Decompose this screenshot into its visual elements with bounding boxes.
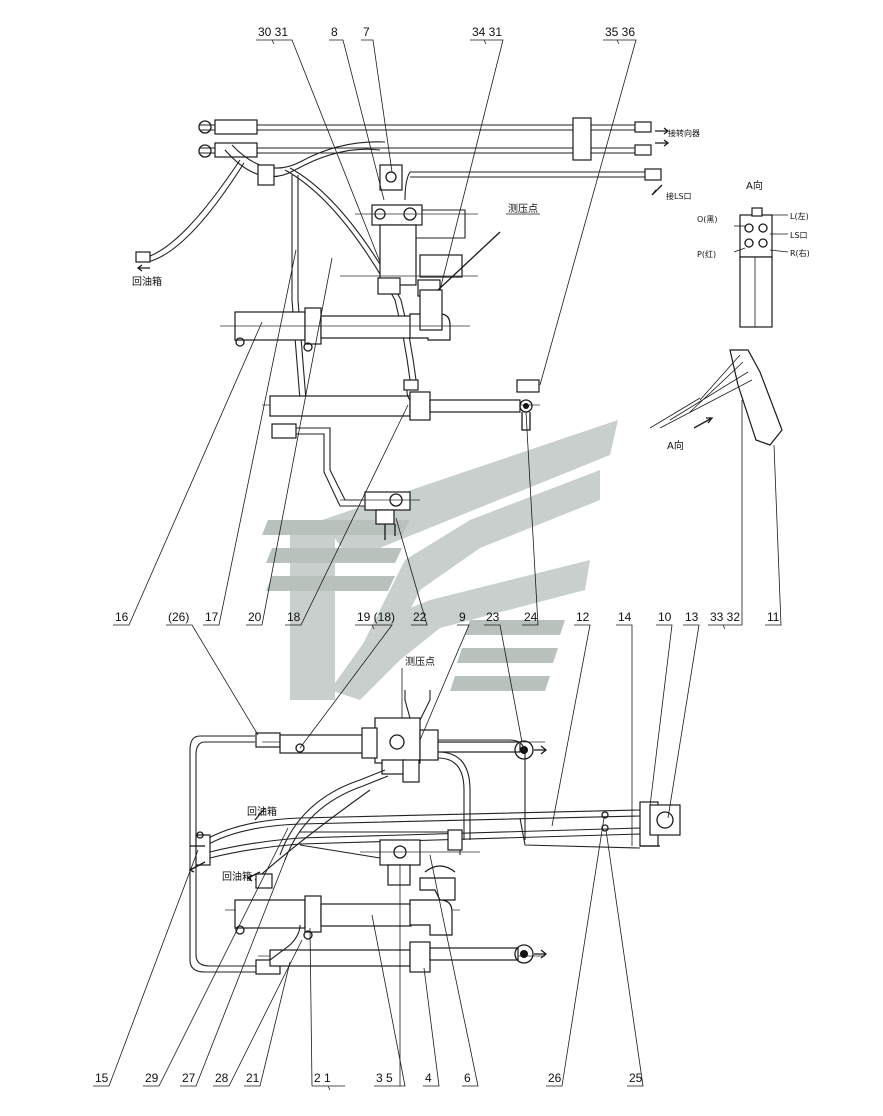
callout-26-paren: (26) — [168, 610, 189, 624]
callout-24: 24 — [524, 610, 538, 624]
view-a-title: A向 — [746, 179, 763, 192]
callout-17: 17 — [205, 610, 219, 624]
callout-4: 4 — [425, 1071, 432, 1085]
callout-3-5: 3 5 — [376, 1071, 393, 1085]
callout-16: 16 — [115, 610, 129, 624]
callout-30-31: 30 31 — [258, 25, 288, 39]
callout-15: 15 — [95, 1071, 109, 1085]
callout-23: 23 — [486, 610, 500, 624]
callouts-bottom: 15 29 27 28 21 2 1 3 5 4 6 26 25 — [93, 817, 644, 1091]
callout-34-31: 34 31 — [472, 25, 502, 39]
return-tank-label-bottom-2: 回油箱 — [222, 870, 252, 883]
view-a-arrow-label: A向 — [667, 439, 684, 452]
bottom-view-assembly — [188, 690, 681, 975]
callout-21: 21 — [246, 1071, 260, 1085]
callout-11: 11 — [767, 610, 780, 624]
callout-9: 9 — [459, 610, 466, 624]
callout-27: 27 — [182, 1071, 196, 1085]
to-ls-port-label: 接LS口 — [666, 191, 692, 201]
callout-14: 14 — [618, 610, 632, 624]
callout-29: 29 — [145, 1071, 159, 1085]
callout-25: 25 — [629, 1071, 643, 1085]
callout-26: 26 — [548, 1071, 562, 1085]
callout-20: 20 — [248, 610, 262, 624]
pressure-test-point-label-bottom: 测压点 — [405, 655, 435, 668]
callouts-top: 30 31 8 7 34 31 35 36 — [256, 25, 637, 386]
port-r-label: R(右) — [790, 248, 810, 258]
callout-19-18: 19 (18) — [357, 610, 395, 624]
callout-2-1: 2 1 — [314, 1071, 331, 1085]
top-view-assembly — [135, 117, 670, 540]
callouts-middle: 16 17 20 18 22 (26) 19 (18) 9 23 24 12 1… — [113, 249, 782, 846]
port-l-label: L(左) — [790, 211, 809, 221]
callout-7: 7 — [363, 25, 370, 39]
callout-28: 28 — [215, 1071, 229, 1085]
callout-10: 10 — [658, 610, 672, 624]
callout-6: 6 — [464, 1071, 471, 1085]
callout-35-36: 35 36 — [605, 25, 635, 39]
port-o-label: O(黑) — [697, 215, 718, 224]
watermark-logo — [262, 420, 618, 700]
callout-18: 18 — [287, 610, 301, 624]
callout-8: 8 — [331, 25, 338, 39]
return-tank-label-bottom-1: 回油箱 — [247, 805, 277, 818]
view-a-detail: A向 O(黑) L(左) LS口 P(红) R(右) A向 — [649, 179, 810, 452]
pressure-test-point-label-top: 测压点 — [508, 202, 538, 215]
port-ls-label: LS口 — [790, 231, 808, 240]
callout-33-32: 33 32 — [710, 610, 740, 624]
to-steering-gear-label: 接转向器 — [668, 128, 700, 138]
port-p-label: P(红) — [697, 249, 716, 259]
return-tank-label-top: 回油箱 — [132, 275, 162, 288]
annotation-labels: 测压点 接转向器 接LS口 回油箱 测压点 回油箱 回油箱 — [132, 128, 700, 883]
callout-13: 13 — [685, 610, 699, 624]
callout-12: 12 — [576, 610, 590, 624]
